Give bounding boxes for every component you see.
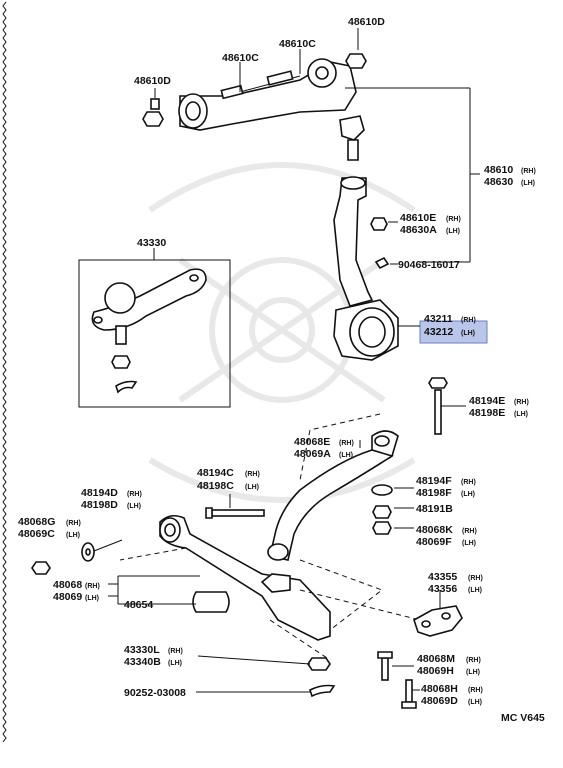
label-48068e-side: (RH): [339, 440, 354, 447]
pin-90252: [309, 684, 336, 698]
label-43212: 43212: [424, 326, 453, 338]
bracket-43355: [413, 590, 463, 637]
label-48069-side: (LH): [85, 595, 99, 602]
label-48654: 48654: [124, 599, 153, 611]
label-48068e: 48068E: [294, 436, 330, 448]
label-48068-side: (RH): [85, 583, 100, 590]
knuckle-leader-lines: [388, 221, 420, 327]
label-48198c: 48198C: [197, 480, 234, 492]
label-48194c: 48194C: [197, 467, 234, 479]
label-48630a: 48630A: [400, 224, 437, 236]
label-43355-side: (RH): [468, 575, 483, 582]
steering-knuckle-drawing: [333, 176, 399, 361]
label-48191b: 48191B: [416, 503, 453, 515]
label-48069c-side: (LH): [66, 532, 80, 539]
label-48194d: 48194D: [81, 487, 118, 499]
label-48068k-side: (RH): [462, 528, 477, 535]
label-48069: 48069: [53, 591, 82, 603]
label-48198f: 48198F: [416, 487, 452, 499]
label-48630-side: (LH): [521, 180, 535, 187]
label-48069c: 48069C: [18, 528, 55, 540]
label-48610d-left: 48610D: [134, 75, 171, 87]
label-48069d: 48069D: [421, 695, 458, 707]
label-48610c-left: 48610C: [222, 52, 259, 64]
label-48610-side: (RH): [521, 168, 536, 175]
label-48068m: 48068M: [417, 653, 455, 665]
upper-leader-lines: [154, 28, 480, 263]
label-43330: 43330: [137, 237, 166, 249]
label-48069h-a-side: (LH): [466, 669, 480, 676]
lower-arm-drawing: [159, 514, 331, 641]
label-43212-side: (LH): [461, 330, 475, 337]
bolt-48068m: [377, 651, 414, 681]
label-48069a-side: (LH): [339, 452, 353, 459]
label-48069h-a: 48069H: [417, 665, 454, 677]
label-48068h-side: (RH): [468, 687, 483, 694]
washer-48194d: [81, 539, 123, 562]
label-90252: 90252-03008: [124, 687, 186, 699]
label-48194d-side: (RH): [127, 491, 142, 498]
label-48194e-side: (RH): [514, 399, 529, 406]
label-48069f: 48069F: [416, 536, 452, 548]
label-48610e-side: (RH): [446, 216, 461, 223]
label-48068m-side: (RH): [466, 657, 481, 664]
label-48068g: 48068G: [18, 516, 55, 528]
label-48198c-side: (LH): [245, 484, 259, 491]
nut-48068g: [31, 561, 51, 575]
highlight-43212: [419, 320, 488, 344]
label-48194c-side: (RH): [245, 471, 260, 478]
label-43330l: 43330L: [124, 644, 160, 656]
label-48068h: 48068H: [421, 683, 458, 695]
label-48069d-side: (LH): [468, 699, 482, 706]
label-48194f-side: (RH): [461, 479, 476, 486]
label-43211-side: (RH): [461, 317, 476, 324]
label-48198d-side: (LH): [127, 503, 141, 510]
lower-dashed-outline: [119, 413, 421, 661]
label-43330l-side: (RH): [168, 648, 183, 655]
label-48194f: 48194F: [416, 475, 452, 487]
label-48068g-side: (RH): [66, 520, 81, 527]
label-48069a: 48069A: [294, 448, 331, 460]
label-48198e: 48198E: [469, 407, 505, 419]
label-48610: 48610: [484, 164, 513, 176]
bolt-48194c: [205, 494, 265, 519]
label-48068k: 48068K: [416, 524, 453, 536]
label-43340b-side: (LH): [168, 660, 182, 667]
leader-43330l: [197, 655, 311, 665]
bolt-48194e: [428, 377, 466, 435]
label-48630a-side: (LH): [446, 228, 460, 235]
diagram-code: MC V645: [501, 712, 545, 724]
nut-43330l: [307, 657, 331, 671]
page-edge-zigzag: [2, 1, 7, 743]
label-48068: 48068: [53, 579, 82, 591]
label-48198d: 48198D: [81, 499, 118, 511]
label-43356-side: (LH): [468, 587, 482, 594]
strut-rod-drawing: [267, 430, 399, 561]
label-43355: 43355: [428, 571, 457, 583]
label-90468: 90468-16017: [398, 259, 460, 271]
upper-arm-drawing: [142, 53, 367, 161]
label-48194e: 48194E: [469, 395, 505, 407]
label-43211: 43211: [424, 313, 453, 325]
lower-leader-lines: [108, 575, 200, 605]
label-48610e: 48610E: [400, 212, 436, 224]
strut-leader-lines: [359, 440, 414, 529]
label-43340b: 43340B: [124, 656, 161, 668]
label-48069f-side: (LH): [462, 540, 476, 547]
label-48198e-side: (LH): [514, 411, 528, 418]
label-48630: 48630: [484, 176, 513, 188]
bolt-48068h: [401, 679, 420, 709]
label-43356: 43356: [428, 583, 457, 595]
label-48198f-side: (LH): [461, 491, 475, 498]
label-48610d-top: 48610D: [348, 16, 385, 28]
label-48610c-mid: 48610C: [279, 38, 316, 50]
